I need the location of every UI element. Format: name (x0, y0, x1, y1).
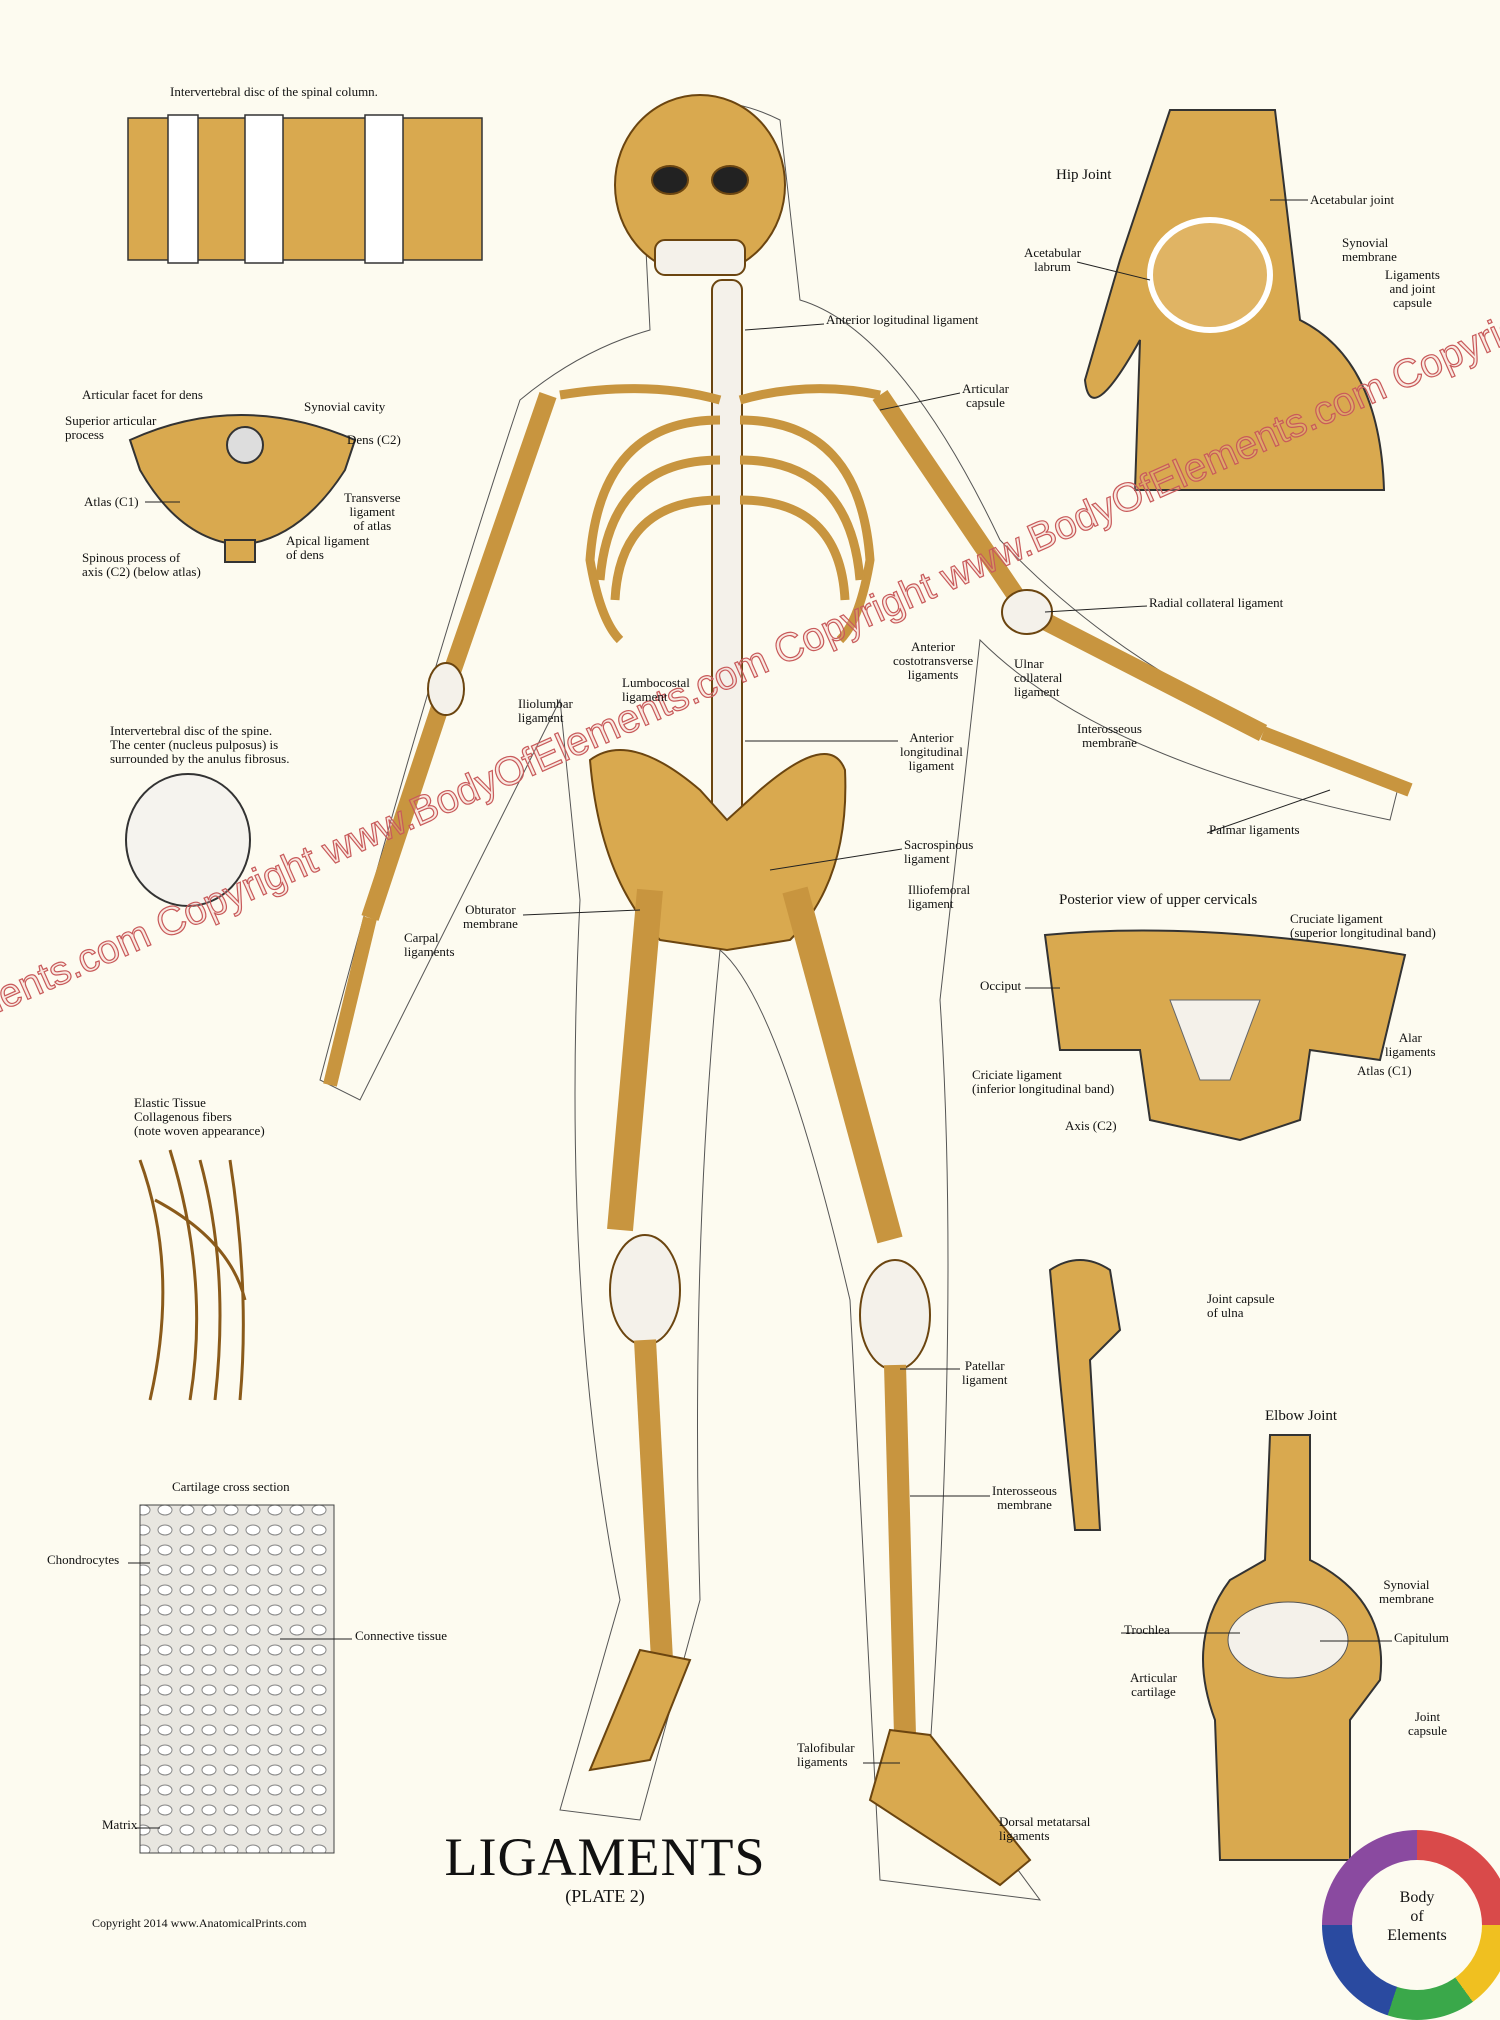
elastic-tissue-illustration (138, 1149, 247, 1401)
label-radial-collateral-ligament: Radial collateral ligament (1149, 595, 1284, 610)
label-acetabular-joint: Acetabular joint (1310, 192, 1395, 207)
ribcage (559, 384, 881, 644)
label-articular-facet-dens: Articular facet for dens (82, 387, 203, 402)
label-axis-c2: Axis (C2) (1065, 1118, 1117, 1133)
label-acetabular-labrum: Acetabular labrum (1024, 245, 1082, 274)
inset-title-elastic-tissue: Elastic Tissue Collagenous fibers (note … (134, 1095, 265, 1138)
disc-cross-section-illustration (125, 773, 251, 907)
label-interosseous-membrane-leg: Interosseous membrane (992, 1483, 1057, 1512)
logo-line-1: Body (1399, 1889, 1435, 1906)
label-joint-capsule-elbow: Joint capsule (1408, 1709, 1447, 1738)
label-talofibular-ligaments: Talofibular ligaments (797, 1740, 855, 1769)
label-cruciate-superior: Cruciate ligament (superior longitudinal… (1290, 911, 1436, 940)
logo-line-3: Elements (1387, 1927, 1447, 1944)
foot-right (868, 1728, 1032, 1887)
label-transverse-ligament: Transverse ligament of atlas (344, 490, 401, 533)
label-palmar-ligaments: Palmar ligaments (1209, 822, 1300, 837)
label-chondrocytes: Chondrocytes (47, 1552, 120, 1567)
label-atlas-c1-posterior: Atlas (C1) (1357, 1063, 1412, 1078)
label-occiput: Occiput (980, 978, 1022, 993)
copyright-text: Copyright 2014 www.AnatomicalPrints.com (92, 1916, 307, 1930)
label-synovial-cavity: Synovial cavity (304, 399, 386, 414)
label-obturator-membrane: Obturator membrane (463, 902, 518, 931)
hand-left (323, 916, 377, 1087)
label-synovial-membrane-elbow: Synovial membrane (1379, 1577, 1434, 1606)
label-ligaments-joint-capsule: Ligaments and joint capsule (1385, 267, 1440, 310)
label-matrix: Matrix (102, 1817, 138, 1832)
label-articular-cartilage: Articular cartilage (1130, 1670, 1177, 1699)
inset-title-cartilage: Cartilage cross section (172, 1479, 290, 1494)
label-superior-articular-process: Superior articular process (65, 413, 157, 442)
ulna-illustration (1048, 1259, 1122, 1531)
label-articular-capsule: Articular capsule (962, 381, 1009, 410)
disc-column-illustration (127, 114, 483, 264)
tibia-right (884, 1364, 916, 1736)
label-dens-c2: Dens (C2) (347, 432, 401, 447)
label-alar-ligaments: Alar ligaments (1385, 1030, 1436, 1059)
inset-title-elbow-joint: Elbow Joint (1265, 1408, 1338, 1424)
label-illiofemoral-ligament: Illiofemoral ligament (908, 882, 971, 911)
label-dorsal-metatarsal-ligaments: Dorsal metatarsal ligaments (999, 1814, 1091, 1843)
label-capitulum: Capitulum (1394, 1630, 1449, 1645)
spine (711, 279, 743, 821)
hand-right (1260, 726, 1413, 797)
label-anterior-costotransverse: Anterior costotransverse ligaments (893, 639, 974, 682)
label-apical-ligament: Apical ligament of dens (286, 533, 370, 562)
tibia-left (634, 1339, 673, 1661)
label-lumbocostal-ligament: Lumbocostal ligament (622, 675, 690, 704)
label-carpal-ligaments: Carpal ligaments (404, 930, 455, 959)
label-sacrospinous-ligament: Sacrospinous ligament (904, 837, 974, 866)
inset-title-disc-spine: Intervertebral disc of the spine. The ce… (110, 723, 290, 766)
body-silhouette (319, 101, 1401, 1901)
foot-left (588, 1648, 692, 1772)
skeleton (323, 94, 1413, 1887)
label-anterior-logitudinal-ligament: Anterior logitudinal ligament (826, 312, 979, 327)
inset-title-hip-joint: Hip Joint (1056, 167, 1112, 183)
label-anterior-longitudinal-ligament: Anterior longitudinal ligament (900, 730, 963, 773)
label-connective-tissue: Connective tissue (355, 1628, 448, 1643)
body-of-elements-logo: Body of Elements (1322, 1830, 1500, 2020)
label-joint-capsule-ulna: Joint capsule of ulna (1207, 1291, 1275, 1320)
label-synovial-membrane-hip: Synovial membrane (1342, 235, 1397, 264)
femur-right (782, 886, 903, 1244)
label-ulnar-collateral-ligament: Ulnar collateral ligament (1014, 656, 1063, 699)
label-patellar-ligament: Patellar ligament (962, 1358, 1008, 1387)
label-iliolumbar-ligament: Iliolumbar ligament (518, 696, 573, 725)
atlas-illustration (128, 414, 357, 563)
logo-line-2: of (1410, 1908, 1424, 1925)
label-spinous-process: Spinous process of axis (C2) (below atla… (82, 550, 201, 579)
label-interosseous-membrane-arm: Interosseous membrane (1077, 721, 1142, 750)
leader-lines (128, 199, 1392, 1829)
inset-title-posterior-cervicals: Posterior view of upper cervicals (1059, 892, 1258, 908)
label-trochlea: Trochlea (1124, 1622, 1170, 1637)
label-criciate-inferior: Criciate ligament (inferior longitudinal… (972, 1067, 1115, 1096)
poster-title: LIGAMENTS (444, 1827, 766, 1887)
cartilage-illustration (139, 1504, 335, 1854)
poster-subtitle: (PLATE 2) (565, 1886, 645, 1906)
inset-title-disc-column: Intervertebral disc of the spinal column… (170, 84, 378, 99)
femur-left (607, 888, 663, 1232)
label-atlas-c1: Atlas (C1) (84, 494, 139, 509)
